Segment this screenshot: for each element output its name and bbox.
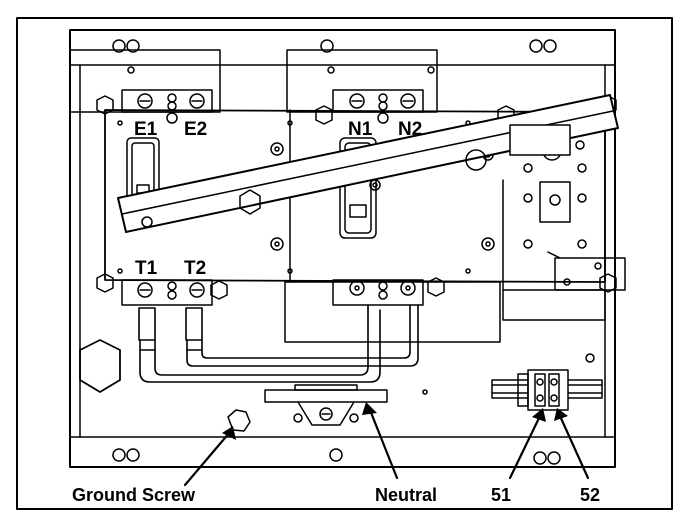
- label-t2: T2: [184, 258, 206, 279]
- callout-51: 51: [491, 485, 511, 505]
- top-terminals-right: [332, 89, 424, 124]
- ground-screw-arrow: [183, 430, 232, 487]
- operating-bar: [117, 94, 619, 233]
- neutral-arrow: [368, 408, 399, 480]
- label-t1: T1: [135, 258, 158, 279]
- bottom-terminals-right: [332, 279, 424, 306]
- mounting-holes-bottom: [112, 448, 561, 465]
- label-n2: N2: [398, 119, 422, 140]
- arrow-head: [532, 408, 546, 422]
- terminal-51-arrow: [508, 414, 542, 480]
- mounting-holes-top: [112, 39, 557, 53]
- callout-arrows: [183, 402, 590, 487]
- label-n1: N1: [348, 119, 373, 140]
- large-hex-bolt: [79, 339, 121, 393]
- bottom-terminals-left: [121, 279, 213, 306]
- figure-border: [16, 17, 673, 510]
- center-handle: [339, 137, 377, 239]
- micro-switch: [547, 251, 626, 291]
- callout-ground-screw: Ground Screw: [72, 485, 196, 505]
- arrow-head: [222, 426, 236, 440]
- label-e1: E1: [134, 119, 158, 140]
- terminal-52-arrow: [558, 414, 590, 480]
- cables: [138, 304, 419, 383]
- panel-hole: [585, 353, 595, 363]
- terminal-block-51-52: [491, 369, 603, 411]
- arrow-head: [554, 408, 568, 421]
- panel-hole: [422, 389, 428, 395]
- arrow-head: [362, 402, 377, 415]
- callout-neutral: Neutral: [375, 485, 437, 505]
- callout-52: 52: [580, 485, 600, 505]
- right-bracket: [502, 179, 606, 321]
- neutral-bar: [264, 384, 388, 426]
- label-e2: E2: [184, 119, 207, 140]
- lower-inner-panel: [284, 281, 501, 343]
- top-terminals-left: [121, 89, 213, 124]
